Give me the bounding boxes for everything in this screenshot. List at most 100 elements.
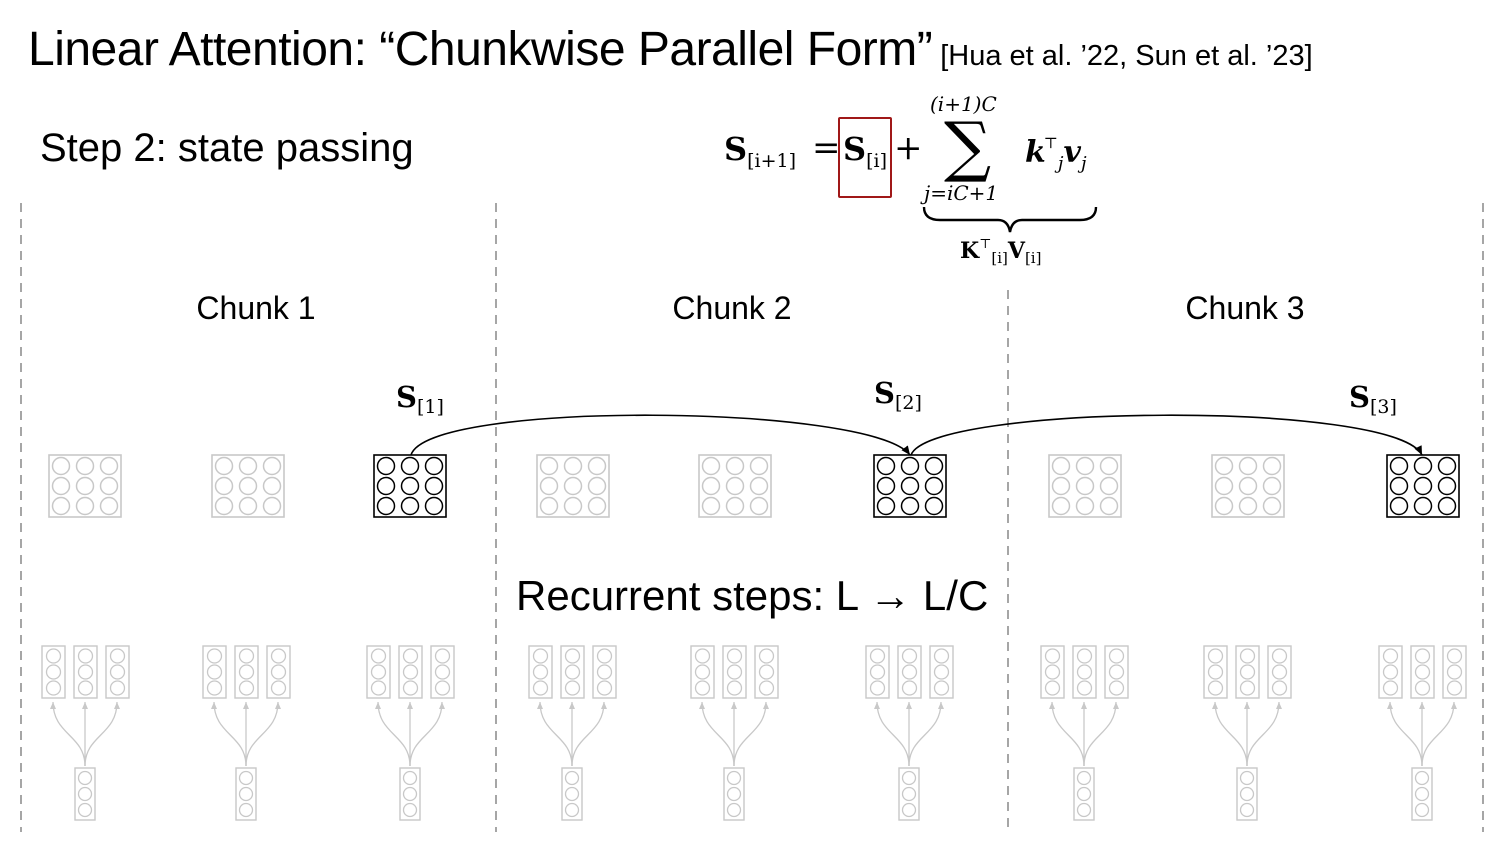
matrix-cell bbox=[900, 476, 920, 496]
query-cell bbox=[564, 770, 580, 786]
kv-cell bbox=[1414, 648, 1431, 664]
kv-cell bbox=[901, 664, 918, 680]
faded-token-group bbox=[366, 645, 455, 821]
kv-column bbox=[897, 645, 922, 699]
kv-column bbox=[234, 645, 259, 699]
matrix-cell bbox=[587, 496, 607, 516]
query-cell bbox=[77, 802, 93, 818]
state-1-symbol: S bbox=[396, 380, 417, 414]
plus-sign: + bbox=[894, 128, 923, 168]
faded-arrow bbox=[409, 701, 445, 767]
matrix-cell bbox=[99, 476, 119, 496]
matrix-cell bbox=[1075, 496, 1095, 516]
title-text: Linear Attention: “Chunkwise Parallel Fo… bbox=[28, 23, 933, 76]
state-matrices bbox=[48, 454, 1460, 518]
kv-column bbox=[73, 645, 98, 699]
matrix-cell bbox=[1413, 476, 1433, 496]
kv-cell bbox=[901, 648, 918, 664]
query-cell bbox=[402, 786, 418, 802]
kv-column bbox=[398, 645, 423, 699]
matrix-cell bbox=[1437, 496, 1457, 516]
chunk-3-label: Chunk 3 bbox=[1185, 290, 1305, 326]
chunk-2-label: Chunk 2 bbox=[672, 290, 792, 326]
matrix-cell bbox=[1413, 456, 1433, 476]
state-2-subscript: [2] bbox=[894, 392, 922, 414]
faded-arrow bbox=[874, 701, 910, 767]
matrix-cell bbox=[924, 456, 944, 476]
matrix-cell bbox=[51, 456, 71, 476]
matrix-cell bbox=[924, 476, 944, 496]
kv-cell bbox=[45, 648, 62, 664]
faded-arrow bbox=[84, 701, 120, 767]
matrix-cell bbox=[1389, 496, 1409, 516]
query-cell bbox=[238, 802, 254, 818]
kv-cell bbox=[238, 664, 255, 680]
kv-cell bbox=[726, 648, 743, 664]
kv-cell bbox=[402, 680, 419, 696]
matrix-cell bbox=[75, 456, 95, 476]
kv-cell bbox=[1382, 648, 1399, 664]
kv-cell bbox=[726, 664, 743, 680]
matrix-cell bbox=[400, 476, 420, 496]
query-cell bbox=[238, 770, 254, 786]
kv-column bbox=[266, 645, 291, 699]
query-cell bbox=[726, 786, 742, 802]
query-cell bbox=[901, 802, 917, 818]
kv-cell bbox=[1207, 664, 1224, 680]
matrix-cell bbox=[400, 456, 420, 476]
kv-column bbox=[592, 645, 617, 699]
kv-cell bbox=[1239, 680, 1256, 696]
kv-cell bbox=[1271, 648, 1288, 664]
kv-cell bbox=[564, 680, 581, 696]
kv-cell bbox=[1076, 664, 1093, 680]
kv-column bbox=[560, 645, 585, 699]
summation-sigma: ∑ bbox=[944, 108, 992, 185]
matrix-cell bbox=[1262, 476, 1282, 496]
rhs-state-subscript: [i] bbox=[866, 150, 888, 172]
kv-cell bbox=[869, 648, 886, 664]
faded-arrow bbox=[733, 701, 769, 767]
query-column bbox=[399, 767, 421, 821]
kv-column bbox=[1378, 645, 1403, 699]
kv-cell bbox=[1271, 664, 1288, 680]
kv-cell bbox=[1446, 648, 1463, 664]
kv-cell bbox=[1382, 664, 1399, 680]
state-3-label: S[3] bbox=[1349, 380, 1397, 418]
kv-cell bbox=[1108, 648, 1125, 664]
state-matrix-faded bbox=[211, 454, 285, 518]
query-column bbox=[1236, 767, 1258, 821]
query-cell bbox=[1076, 770, 1092, 786]
kv-cell bbox=[1446, 680, 1463, 696]
matrix-cell bbox=[587, 456, 607, 476]
kv-cell bbox=[532, 664, 549, 680]
state-matrix-faded bbox=[1048, 454, 1122, 518]
matrix-cell bbox=[725, 476, 745, 496]
kv-cell bbox=[1044, 648, 1061, 664]
state-matrix-faded bbox=[48, 454, 122, 518]
state-matrix-faded bbox=[1211, 454, 1285, 518]
kv-cell bbox=[434, 648, 451, 664]
matrix-cell bbox=[701, 456, 721, 476]
faded-arrow bbox=[1246, 701, 1282, 767]
matrix-cell bbox=[1238, 476, 1258, 496]
matrix-cell bbox=[1214, 496, 1234, 516]
matrix-cell bbox=[539, 476, 559, 496]
faded-arrow bbox=[50, 701, 86, 767]
matrix-cell bbox=[725, 496, 745, 516]
state-matrix-active bbox=[873, 454, 947, 518]
kv-cell bbox=[109, 680, 126, 696]
matrix-cell bbox=[214, 456, 234, 476]
kv-cell bbox=[1414, 680, 1431, 696]
faded-token-group bbox=[865, 645, 954, 821]
faded-arrow bbox=[537, 701, 573, 767]
matrix-cell bbox=[75, 476, 95, 496]
faded-arrow bbox=[571, 701, 607, 767]
kv-cell bbox=[370, 664, 387, 680]
matrix-cell bbox=[51, 496, 71, 516]
kv-cell bbox=[1207, 648, 1224, 664]
matrix-cell bbox=[587, 476, 607, 496]
faded-arrow bbox=[245, 701, 281, 767]
kv-cell bbox=[109, 648, 126, 664]
kv-column bbox=[366, 645, 391, 699]
